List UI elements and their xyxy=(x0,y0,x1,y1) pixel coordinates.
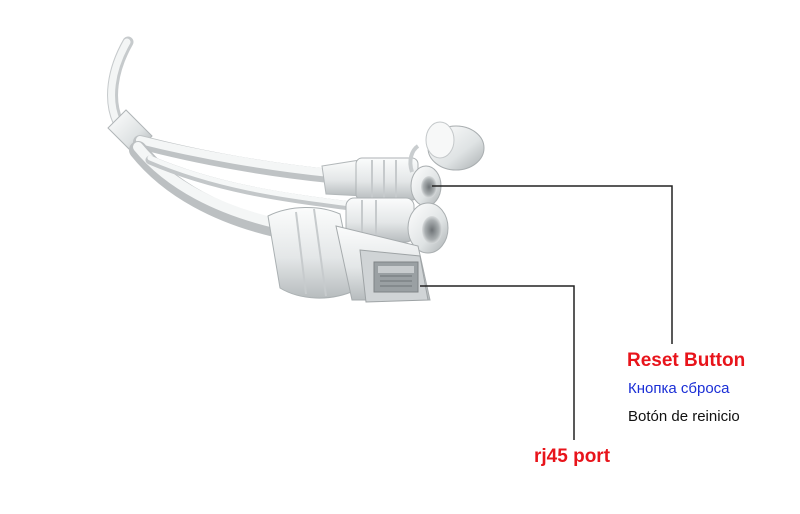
leader-lines xyxy=(420,185,673,440)
rj45-leader-line xyxy=(420,285,575,440)
reset-button-label-en: Reset Button xyxy=(627,350,746,371)
reset-button-label-es: Botón de reinicio xyxy=(628,408,740,425)
dc-connector xyxy=(321,157,442,207)
reset-leader-line xyxy=(432,185,673,344)
dc-branch-cable xyxy=(133,135,337,183)
rj45-connector xyxy=(267,207,431,303)
dust-cap xyxy=(408,121,485,173)
power-connector xyxy=(345,197,449,254)
rj45-port-label: rj45 port xyxy=(534,446,611,467)
reset-button-label-ru: Кнопка сброса xyxy=(628,380,730,397)
rj45-branch-cable xyxy=(129,141,355,237)
